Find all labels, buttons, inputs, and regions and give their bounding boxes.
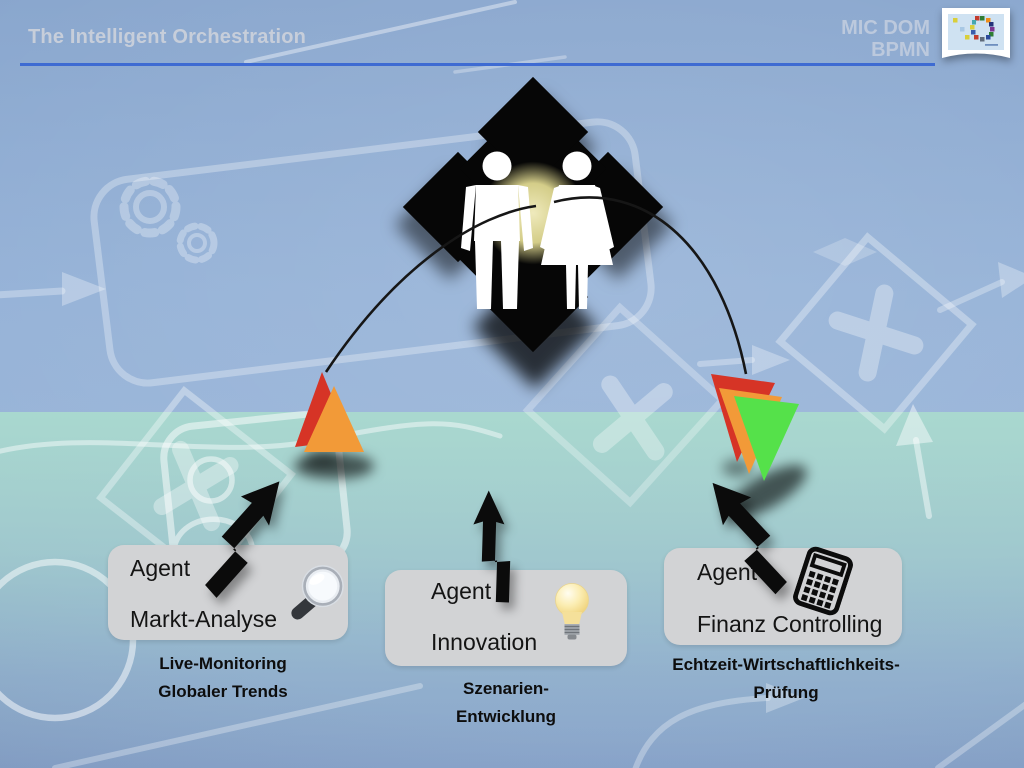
agent-role-label: Markt-Analyse <box>130 606 277 632</box>
caption-line: Entwicklung <box>455 707 557 726</box>
triangle-stack-left <box>294 372 374 479</box>
agent-label: Agent <box>130 555 191 581</box>
agent-label: Agent <box>431 578 492 604</box>
caption-line: Szenarien- <box>463 679 549 698</box>
caption-line: Prüfung <box>753 683 819 702</box>
agent-role-label: Finanz Controlling <box>697 611 883 637</box>
male-figure-icon <box>461 151 533 309</box>
center-diamond-cluster <box>394 76 674 390</box>
calculator-icon <box>793 546 853 616</box>
female-figure-icon <box>540 151 614 309</box>
caption-line: Globaler Trends <box>158 682 288 701</box>
caption-line: Echtzeit-Wirtschaftlichkeits- <box>672 655 900 674</box>
agent-label: Agent <box>697 559 758 585</box>
caption-line: Live-Monitoring <box>159 654 287 673</box>
lightbulb-icon <box>555 583 589 640</box>
connector-curve-right <box>553 196 748 375</box>
caption-innovation: Szenarien- Entwicklung <box>456 675 556 731</box>
caption-market-analysis: Live-Monitoring Globaler Trends <box>158 650 287 706</box>
agent-box-finance-controlling: Agent Finanz Controlling <box>664 546 902 645</box>
caption-finance-controlling: Echtzeit-Wirtschaftlichkeits- Prüfung <box>672 651 900 707</box>
connector-curve-left <box>324 204 537 373</box>
agent-role-label: Innovation <box>431 629 538 655</box>
agent-box-innovation: Agent Innovation <box>385 570 627 666</box>
agent-box-market-analysis: Agent Markt-Analyse <box>108 545 348 640</box>
magnifier-icon <box>291 565 344 620</box>
triangle-stack-right <box>711 374 807 519</box>
